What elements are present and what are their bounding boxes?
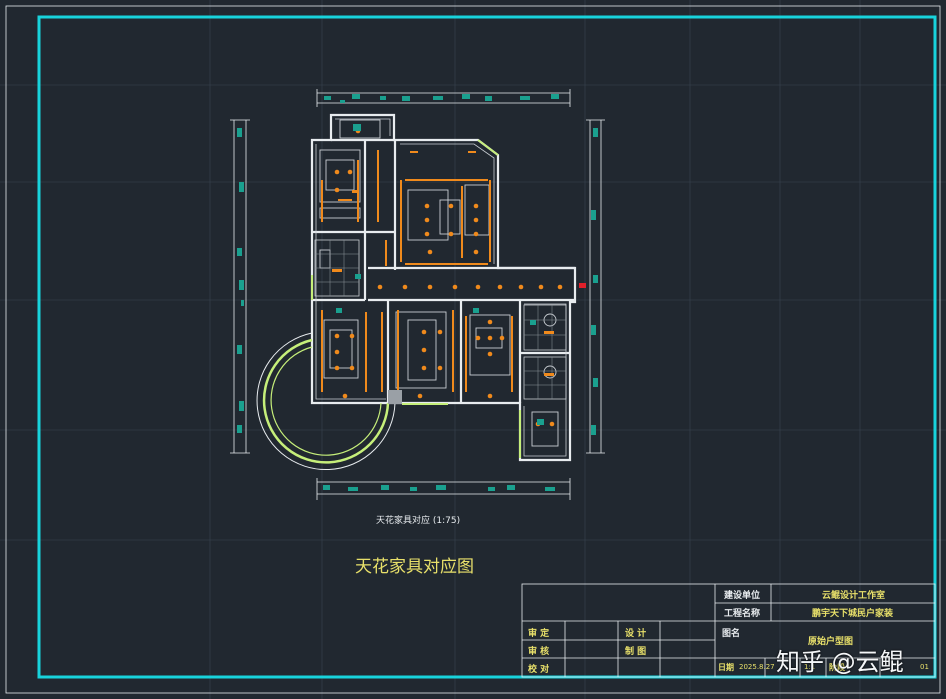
stage-label: 阶段 bbox=[829, 662, 845, 672]
wall-offsets bbox=[314, 118, 567, 457]
drawing-name-label: 图名 bbox=[722, 629, 741, 639]
windows bbox=[311, 114, 521, 458]
draft-label: 制 图 bbox=[625, 647, 647, 657]
dimension-top bbox=[316, 89, 571, 107]
furniture bbox=[319, 119, 559, 447]
walls bbox=[310, 113, 577, 462]
audit-label: 审 核 bbox=[528, 647, 550, 657]
outer-frame bbox=[5, 5, 941, 694]
fixture-markers bbox=[336, 124, 544, 425]
dimension-right bbox=[579, 119, 605, 454]
drawing-frame bbox=[37, 15, 937, 679]
dimension-left bbox=[230, 119, 250, 454]
column bbox=[388, 390, 402, 404]
watermark: 知乎 @云鲲 bbox=[776, 648, 904, 676]
title-block-lines bbox=[521, 583, 936, 678]
date-value: 2025.8.27 bbox=[739, 663, 775, 671]
drawing-caption: 天花家具对应 (1:75) bbox=[376, 516, 461, 526]
dimension-bottom bbox=[316, 478, 571, 500]
date-label: 日期 bbox=[718, 662, 734, 672]
construction-unit-label: 建设单位 bbox=[724, 591, 761, 601]
project-name-label: 工程名称 bbox=[724, 609, 761, 619]
construction-unit-value: 云鲲设计工作室 bbox=[822, 591, 886, 601]
downlights bbox=[332, 128, 563, 427]
design-label: 设 计 bbox=[625, 629, 647, 639]
tile-grid bbox=[315, 240, 566, 399]
sheet-value: 01 bbox=[920, 663, 929, 671]
drawing-name-value: 原始户型图 bbox=[808, 637, 854, 647]
check-label: 校 对 bbox=[528, 665, 550, 675]
review-label: 审 定 bbox=[528, 629, 550, 639]
curved-balcony bbox=[256, 332, 396, 470]
project-name-value: 鹏宇天下城民户家装 bbox=[812, 609, 894, 619]
lighting-strips bbox=[321, 150, 513, 392]
scale-value: 1:1 bbox=[804, 663, 816, 671]
drawing-title: 天花家具对应图 bbox=[355, 557, 474, 577]
